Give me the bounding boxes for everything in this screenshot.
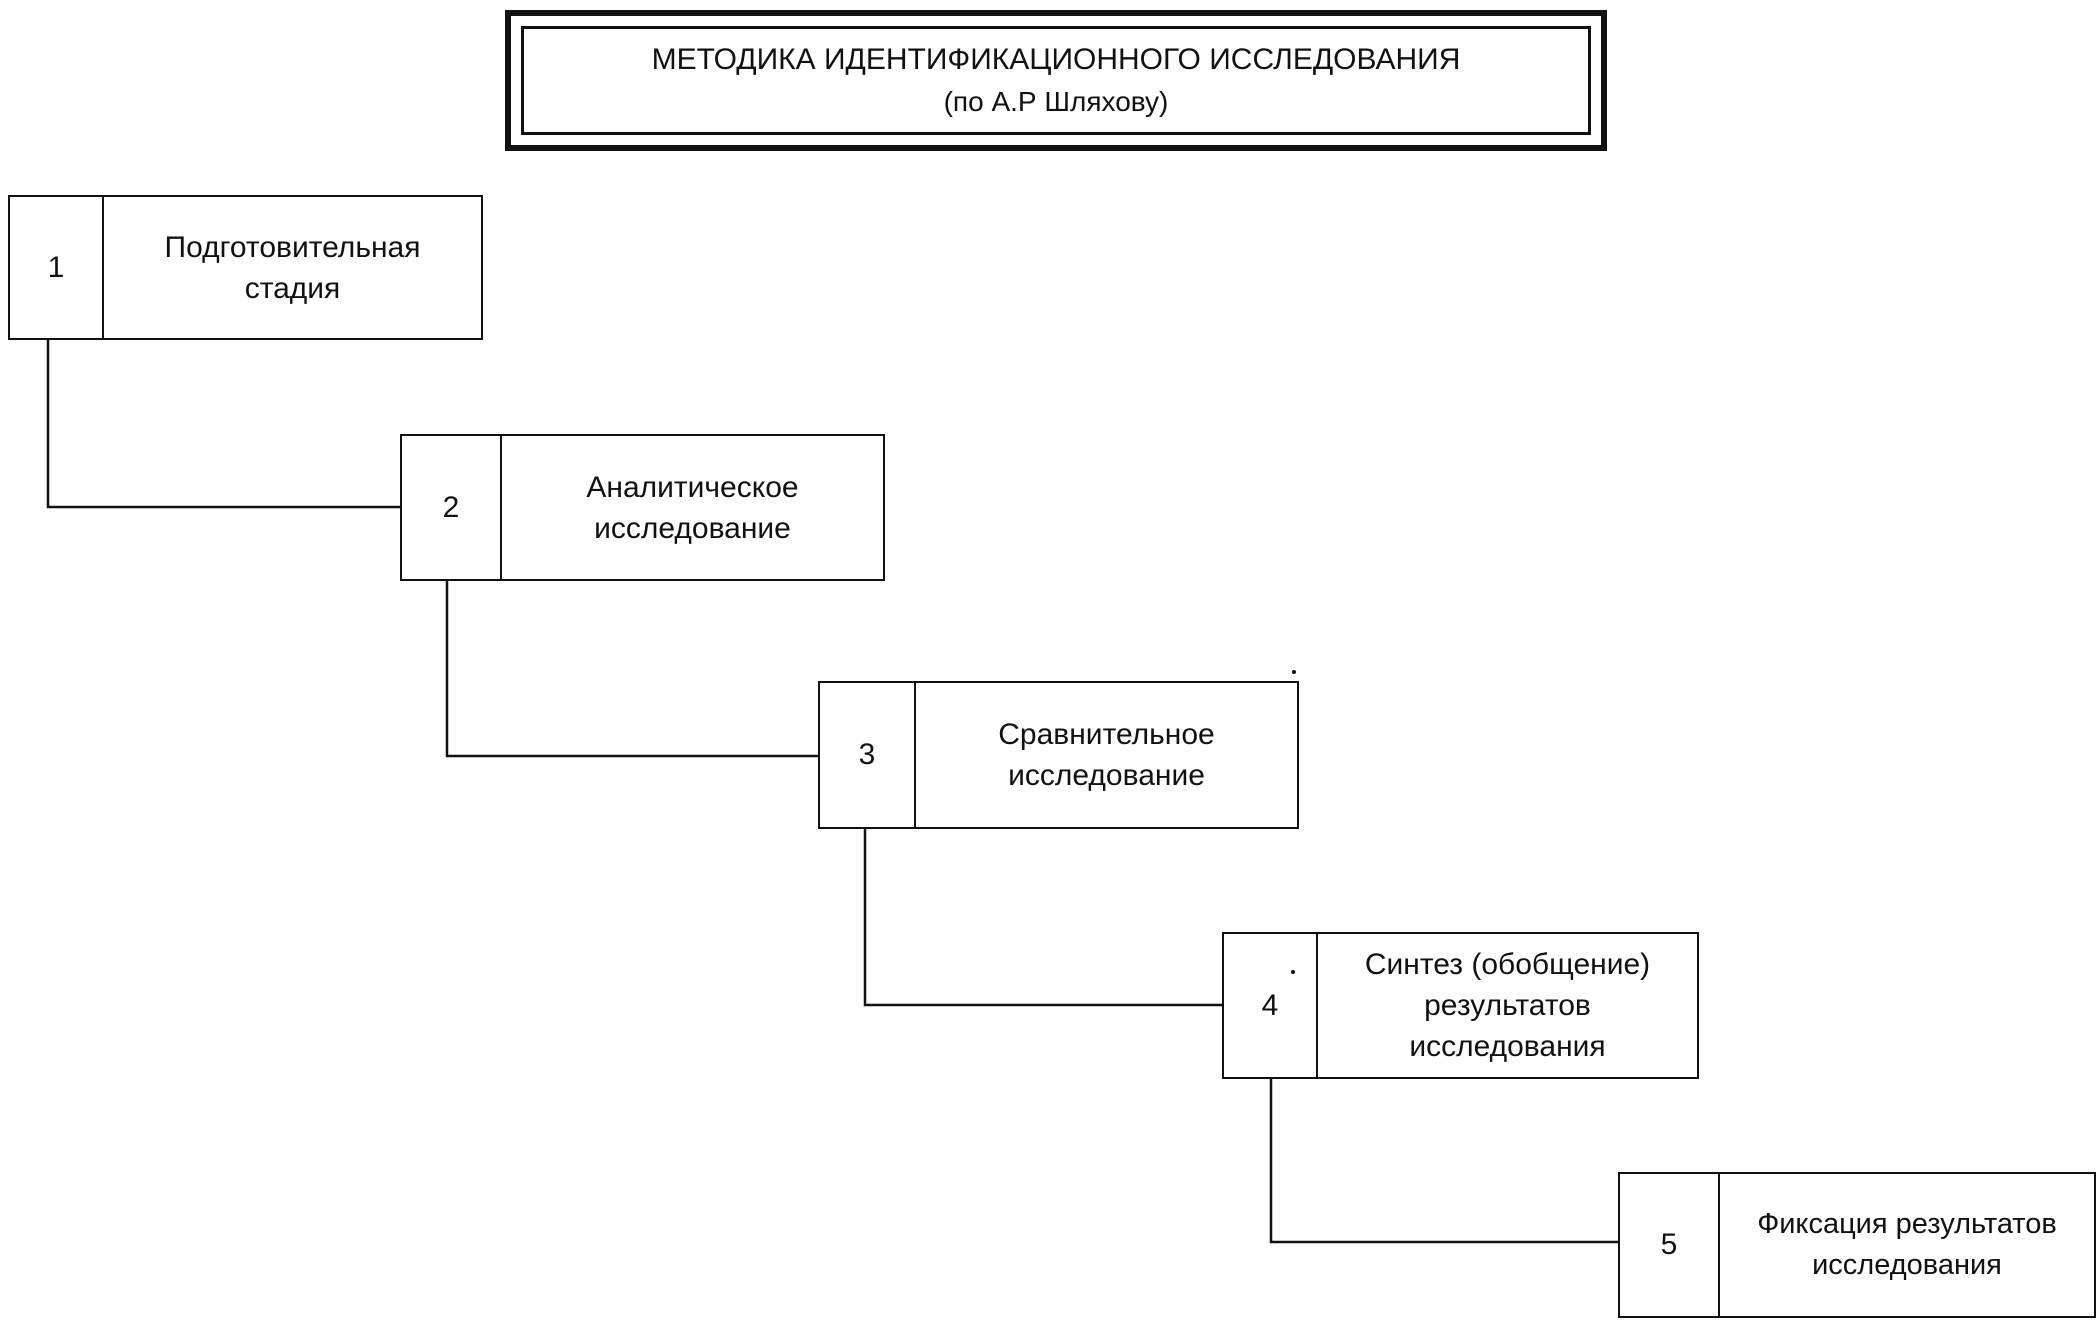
- step-number-1: 1: [10, 197, 104, 338]
- step-label-1: Подготовительная стадия: [164, 230, 421, 305]
- step-box-2: 2 Аналитическое исследование: [400, 434, 885, 581]
- step-label-5: Фиксация результатов исследования: [1757, 1208, 2057, 1281]
- title-inner-frame: МЕТОДИКА ИДЕНТИФИКАЦИОННОГО ИССЛЕДОВАНИЯ…: [521, 26, 1591, 135]
- connector-3-4: [863, 829, 1222, 1007]
- step-number-5: 5: [1620, 1174, 1720, 1316]
- diagram-title: МЕТОДИКА ИДЕНТИФИКАЦИОННОГО ИССЛЕДОВАНИЯ: [651, 42, 1461, 76]
- connector-1-2: [46, 340, 400, 509]
- step-number-4: 4: [1224, 934, 1318, 1077]
- step-box-5: 5 Фиксация результатов исследования: [1618, 1172, 2096, 1318]
- connector-2-3: [445, 581, 818, 758]
- diagram-subtitle: (по А.Р Шляхову): [943, 85, 1169, 117]
- step-label-3: Сравнительное исследование: [998, 718, 1215, 792]
- step-label-2: Аналитическое исследование: [586, 470, 799, 545]
- step-number-3: 3: [820, 683, 916, 827]
- title-frame: МЕТОДИКА ИДЕНТИФИКАЦИОННОГО ИССЛЕДОВАНИЯ…: [505, 10, 1607, 151]
- step-label-4: Синтез (обобщение) результатов исследова…: [1364, 948, 1651, 1063]
- step-box-3: 3 Сравнительное исследование: [818, 681, 1299, 829]
- connector-4-5: [1269, 1079, 1618, 1244]
- scan-speck: [1291, 970, 1295, 974]
- step-number-2: 2: [402, 436, 502, 579]
- scan-speck: [1292, 670, 1296, 674]
- step-box-1: 1 Подготовительная стадия: [8, 195, 483, 340]
- step-box-4: 4 Синтез (обобщение) результатов исследо…: [1222, 932, 1699, 1079]
